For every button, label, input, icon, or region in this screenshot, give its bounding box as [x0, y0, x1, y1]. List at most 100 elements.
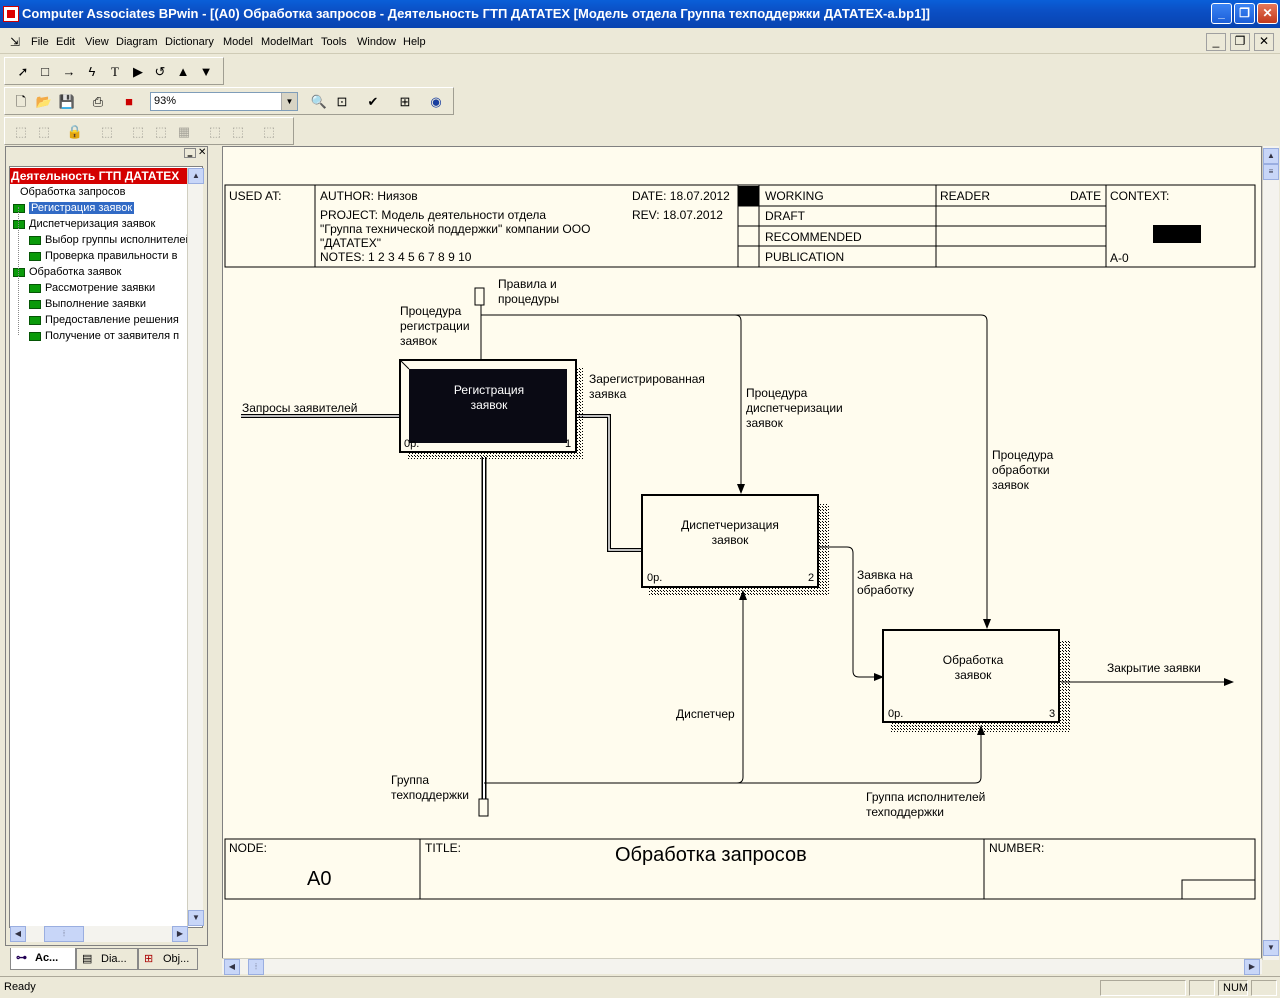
activity-box-registration[interactable]: Регистрация заявок 0р. 1 [399, 359, 583, 459]
context-label: CONTEXT: [1110, 189, 1169, 203]
menu-view[interactable]: View [85, 36, 109, 48]
box-cost: 0р. [647, 572, 662, 584]
chevron-down-icon[interactable]: ▼ [281, 93, 297, 110]
model-explorer-icon[interactable]: ⊞ [399, 94, 411, 109]
squiggle-icon[interactable]: ϟ [88, 64, 96, 79]
scroll-up-icon[interactable]: ▲ [188, 168, 204, 184]
date-text: DATE: 18.07.2012 [632, 189, 730, 203]
menu-file[interactable]: File [31, 36, 49, 48]
objects-icon: ⊞ [144, 953, 154, 965]
tree-node-label: Выбор группы исполнителей [45, 234, 192, 246]
panel-minimize-button[interactable]: ‗ [184, 148, 196, 158]
mdi-close-button[interactable]: ✕ [1254, 33, 1274, 51]
arrow-label: Правила и [498, 277, 557, 291]
activity-icon [29, 331, 41, 341]
diagram-header: USED AT: AUTHOR: Ниязов PROJECT: Модель … [224, 184, 1256, 268]
tree-node-selected[interactable]: Регистрация заявок [13, 200, 135, 216]
tree-node[interactable]: Выполнение заявки [29, 296, 146, 312]
arrow-label: заявка [589, 387, 627, 401]
pointer-icon[interactable]: ➚ [17, 64, 29, 79]
print-icon[interactable]: ⎙ [92, 94, 104, 109]
scroll-thumb[interactable]: ≡ [1263, 164, 1279, 180]
menu-diagram[interactable]: Diagram [116, 36, 158, 48]
scroll-down-icon[interactable]: ▼ [1263, 940, 1279, 956]
zoom-fit-icon[interactable]: ⊡ [336, 94, 348, 109]
context-node: A-0 [1110, 251, 1129, 265]
activity-box-processing[interactable]: Обработка заявок 0р. 3 [882, 629, 1070, 732]
tab-diagrams[interactable]: ▤Dia... [76, 948, 138, 970]
menu-edit[interactable]: Edit [56, 36, 75, 48]
menu-dictionary[interactable]: Dictionary [165, 36, 214, 48]
go-to-sibling-icon[interactable]: ▶ [133, 64, 143, 79]
menu-window[interactable]: Window [357, 36, 397, 48]
tree-node[interactable]: Рассмотрение заявки [29, 280, 155, 296]
canvas-horizontal-scrollbar[interactable]: ◀ ⦙ ▶ [222, 958, 1262, 975]
arrow-label: Заявка на [857, 568, 913, 582]
idef0-diagram[interactable]: USED AT: AUTHOR: Ниязов PROJECT: Модель … [223, 147, 1262, 959]
scroll-thumb[interactable]: ⦙ [44, 926, 84, 942]
tree-node-label: Получение от заявителя п [45, 330, 180, 342]
tree-node[interactable]: Диспетчеризация заявок [13, 216, 155, 232]
color-icon[interactable]: ■ [125, 94, 133, 109]
scroll-right-icon[interactable]: ▶ [172, 926, 188, 942]
tree-node[interactable]: Предоставление решения [29, 312, 179, 328]
tree-horizontal-scrollbar[interactable]: ◀ ⦙ ▶ [10, 926, 188, 942]
tab-activities[interactable]: ⊶Ac... [10, 948, 76, 970]
tree-node[interactable]: Выбор группы исполнителей [29, 232, 192, 248]
diagram-canvas[interactable]: USED AT: AUTHOR: Ниязов PROJECT: Модель … [222, 146, 1262, 960]
minimize-button[interactable]: _ [1211, 3, 1232, 24]
status-bar: Ready NUM [0, 976, 1280, 998]
tree-node[interactable]: Проверка правильности в [29, 248, 177, 264]
canvas-vertical-scrollbar[interactable]: ▲ ≡ ▼ [1262, 146, 1279, 960]
save-icon[interactable]: 💾 [58, 94, 76, 109]
text-icon[interactable]: T [111, 64, 119, 79]
menu-modelmart[interactable]: ModelMart [261, 36, 313, 48]
tree-node[interactable]: Обработка запросов [20, 184, 125, 200]
mdi-restore-button[interactable]: ❐ [1230, 33, 1250, 51]
menu-tools[interactable]: Tools [321, 36, 347, 48]
tab-objects[interactable]: ⊞Obj... [138, 948, 198, 970]
report-icon[interactable]: ◉ [430, 94, 442, 109]
draft-label: DRAFT [765, 209, 806, 223]
tunnel-bracket-top [474, 287, 485, 306]
mm-disconnect-icon: ⬚ [37, 124, 51, 139]
tree-node[interactable]: Обработка заявок [13, 264, 121, 280]
box-title-line2: заявок [471, 398, 509, 412]
mdi-minimize-button[interactable]: _ [1206, 33, 1226, 51]
activity-icon [29, 315, 41, 325]
scroll-up-icon[interactable]: ▲ [1263, 148, 1279, 164]
menu-model[interactable]: Model [223, 36, 253, 48]
scroll-left-icon[interactable]: ◀ [10, 926, 26, 942]
restore-button[interactable]: ❐ [1234, 3, 1255, 24]
bpwin-app-icon[interactable] [3, 6, 19, 22]
zoom-in-icon[interactable]: 🔍 [310, 94, 328, 109]
tree-node[interactable]: Получение от заявителя п [29, 328, 179, 344]
tree-node-label: Диспетчеризация заявок [29, 218, 156, 230]
close-button[interactable]: ✕ [1257, 3, 1278, 24]
menu-help[interactable]: Help [403, 36, 426, 48]
go-to-parent-icon[interactable]: ↺ [154, 64, 166, 79]
reader-label: READER [940, 189, 990, 203]
zoom-select[interactable]: 93% ▼ [150, 92, 298, 111]
mm-users-icon: ⬚ [262, 124, 276, 139]
activity-icon [29, 235, 41, 245]
document-menu-icon[interactable]: ⇲ [10, 35, 21, 49]
panel-close-button[interactable]: ✕ [198, 147, 207, 158]
scroll-down-icon[interactable]: ▼ [188, 910, 204, 926]
spell-check-icon[interactable]: ✔ [367, 94, 379, 109]
open-icon[interactable]: 📂 [35, 94, 53, 109]
scroll-left-icon[interactable]: ◀ [224, 959, 240, 975]
activity-box-dispatch[interactable]: Диспетчеризация заявок 0р. 2 [641, 494, 829, 596]
arrow-icon[interactable]: → [62, 64, 76, 79]
go-to-child-up-icon[interactable]: ▲ [176, 64, 190, 79]
scroll-thumb[interactable]: ⦙ [248, 959, 264, 975]
new-icon[interactable]: 🗋 [15, 94, 27, 109]
tree-vertical-scrollbar[interactable]: ▲ ▼ [187, 168, 204, 926]
go-to-child-down-icon[interactable]: ▼ [199, 64, 213, 79]
idef0-arrows[interactable] [241, 298, 1234, 807]
scroll-right-icon[interactable]: ▶ [1244, 959, 1260, 975]
box-icon[interactable]: □ [41, 64, 49, 79]
tree-root-node[interactable]: Деятельность ГТП ДАТАТЕХ [10, 168, 190, 184]
window-title: Computer Associates BPwin - [(A0) Обрабо… [0, 0, 1280, 28]
box-title-line1: Обработка [943, 653, 1004, 667]
